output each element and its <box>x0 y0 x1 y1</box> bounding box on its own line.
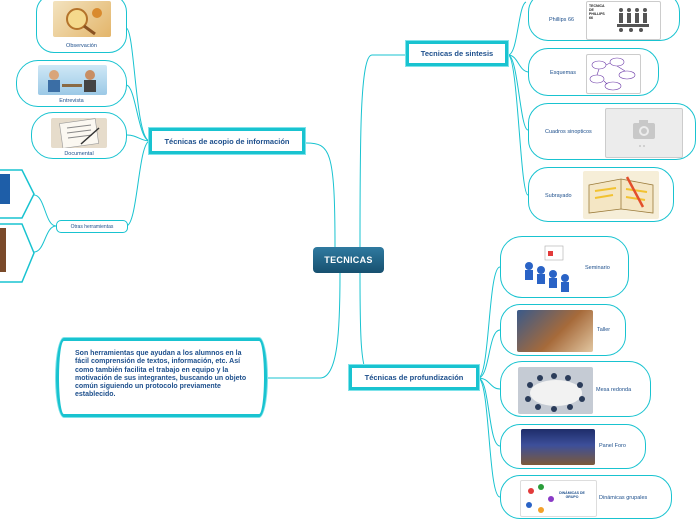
group-dynamics-icon <box>526 484 554 513</box>
dinamicas-image: DINÁMICAS DE GRUPO <box>520 480 597 517</box>
subtopic-subrayado[interactable]: Subrayado <box>528 167 674 222</box>
phillips-image-caption: TECNICA DE PHILLIPS 66 <box>589 4 605 20</box>
subtopic-observacion[interactable]: Observación <box>36 0 127 53</box>
hex-node-1[interactable] <box>0 168 36 220</box>
mesa-redonda-label: Mesa redonda <box>596 387 632 393</box>
subtopic-phillips-66[interactable]: Phillips 66 TECNICA DE PHILLIPS 66 <box>528 0 680 41</box>
group-people-icon <box>617 8 649 32</box>
subtopic-documental[interactable]: Documental <box>31 112 127 159</box>
subrayado-image <box>583 171 659 219</box>
hex-node-2[interactable] <box>0 222 36 284</box>
round-table-icon <box>525 373 585 412</box>
document-image <box>51 118 107 148</box>
subtopic-mesa-redonda[interactable]: Mesa redonda <box>500 361 651 417</box>
subrayado-label: Subrayado <box>545 193 572 199</box>
seminario-label: Seminario <box>585 265 610 271</box>
open-book-icon <box>588 176 654 214</box>
panel-foro-image <box>521 429 595 465</box>
interview-image <box>38 65 107 95</box>
camera-icon <box>633 120 655 147</box>
phillips-image: TECNICA DE PHILLIPS 66 <box>586 1 661 40</box>
magnifier-icon <box>66 8 102 36</box>
seminario-image <box>517 242 581 293</box>
phillips-label: Phillips 66 <box>549 17 575 23</box>
diagram-icon <box>589 57 636 91</box>
subtopic-cuadros-sinopticos[interactable]: Cuadros sinopticos <box>528 103 696 160</box>
taller-label: Taller <box>597 327 611 333</box>
topic-acopio[interactable]: Técnicas de acopio de información <box>149 128 305 154</box>
cuadros-label: Cuadros sinopticos <box>545 129 592 135</box>
description-note[interactable]: Son herramientas que ayudan a los alumno… <box>56 338 267 417</box>
interview-people-icon <box>48 70 96 92</box>
topic-sintesis[interactable]: Tecnicas de sintesis <box>406 41 508 66</box>
subtopic-esquemas[interactable]: Esquemas <box>528 48 659 96</box>
subtopic-panel-foro[interactable]: Panel Foro <box>500 424 646 469</box>
documental-label: Documental <box>64 151 94 157</box>
esquemas-image <box>586 54 641 94</box>
dinamicas-label: Dinámicas grupales <box>599 495 648 501</box>
topic-profundizacion[interactable]: Técnicas de profundización <box>349 365 479 390</box>
observacion-label: Observación <box>66 43 97 49</box>
panel-foro-label: Panel Foro <box>599 443 626 449</box>
subtopic-taller[interactable]: Taller <box>500 304 626 356</box>
entrevista-label: Entrevista <box>59 98 84 104</box>
esquemas-label: Esquemas <box>550 70 576 76</box>
observation-image <box>53 1 111 37</box>
mesa-redonda-image <box>518 367 593 414</box>
document-icon <box>59 118 100 148</box>
otras-herramientas-node[interactable]: Otras herramientas <box>56 220 128 233</box>
subtopic-entrevista[interactable]: Entrevista <box>16 60 127 107</box>
taller-image <box>517 310 593 352</box>
subtopic-dinamicas-grupales[interactable]: DINÁMICAS DE GRUPO Dinámicas grupales <box>500 475 672 519</box>
image-placeholder <box>605 108 683 158</box>
dinamicas-image-caption: DINÁMICAS DE GRUPO <box>559 491 585 499</box>
subtopic-seminario[interactable]: Seminario <box>500 236 629 298</box>
central-topic[interactable]: TECNICAS <box>313 247 384 273</box>
seminar-people-icon <box>525 245 569 292</box>
